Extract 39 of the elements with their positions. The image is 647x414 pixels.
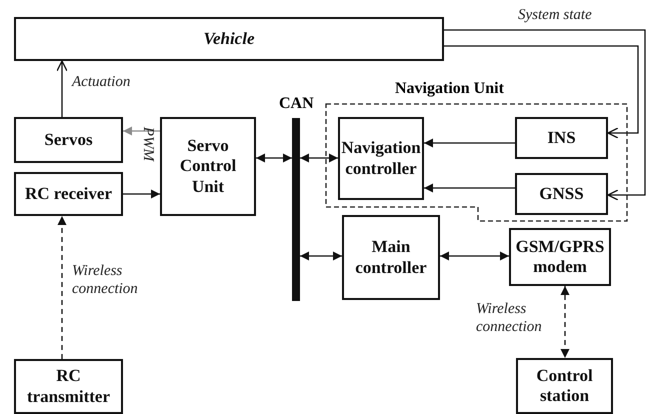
arrow [444, 29, 646, 201]
process-box [516, 358, 613, 414]
process-box [342, 215, 440, 300]
arrow [440, 252, 509, 260]
box-label: GSM/GPRS modem [514, 236, 606, 278]
arrow [444, 45, 639, 139]
process-box [515, 117, 608, 159]
box-label: Navigation controller [340, 138, 422, 179]
process-box [338, 117, 424, 200]
arrow [123, 190, 160, 198]
process-box [14, 359, 123, 414]
group-heading: Navigation Unit [395, 80, 504, 98]
box-label: Control station [535, 366, 594, 406]
arrow [256, 154, 292, 162]
box-label: INS [547, 128, 576, 148]
arrow [56, 60, 68, 117]
box-label: RC transmitter [26, 366, 112, 407]
box-label: Servo Control Unit [178, 136, 238, 198]
vehicle-box [14, 17, 444, 61]
arrow [424, 138, 515, 148]
box-label: Vehicle [204, 28, 254, 50]
process-box [160, 117, 256, 216]
edge-label: System state [518, 6, 592, 24]
arrow [123, 126, 160, 136]
process-box [14, 117, 123, 163]
arrow [300, 252, 342, 260]
box-label: RC receiver [25, 184, 112, 204]
process-box [515, 173, 608, 215]
process-box [509, 228, 611, 286]
box-label: Main controller [354, 237, 428, 278]
arrow [300, 154, 338, 162]
box-label: Servos [44, 130, 93, 150]
box-label: GNSS [539, 184, 584, 204]
bus-label: CAN [279, 95, 313, 113]
arrow [424, 184, 515, 192]
signal-label: PWM [139, 126, 158, 162]
dashed-arrow [560, 286, 570, 358]
process-box [14, 172, 123, 216]
dashed-arrow [58, 216, 66, 359]
